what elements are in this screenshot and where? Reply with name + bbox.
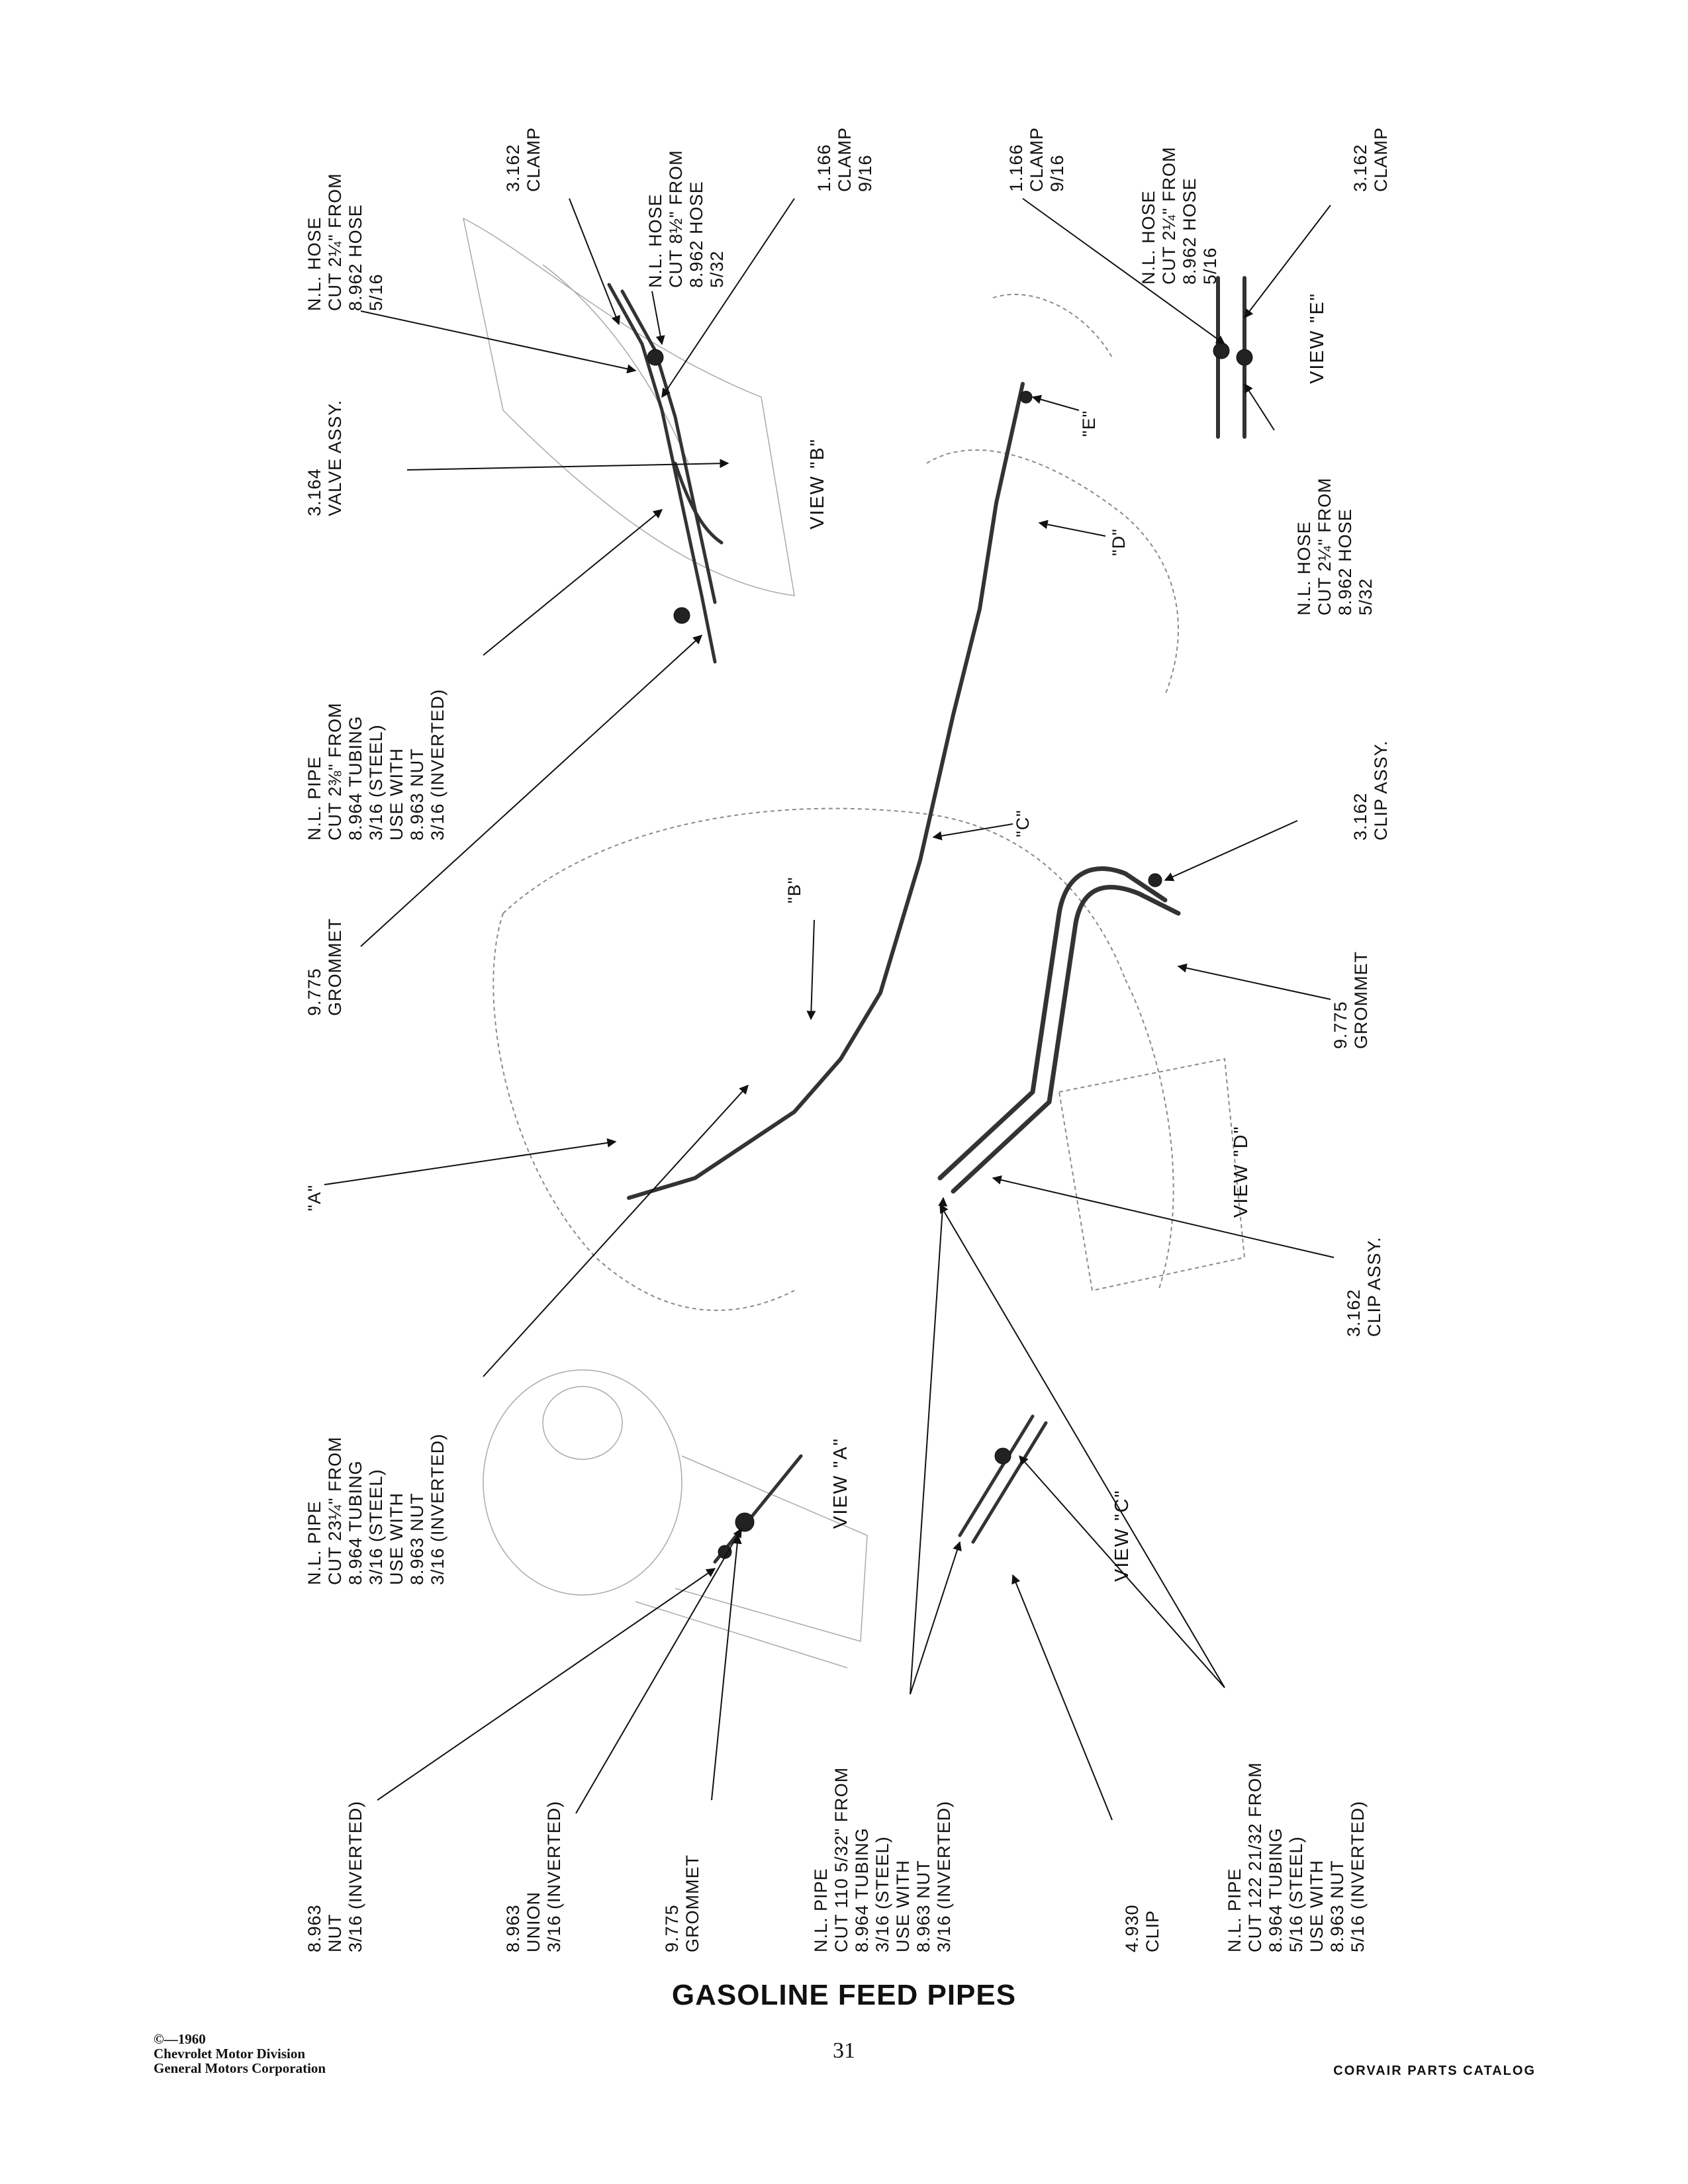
view-d-pipes: [937, 866, 1181, 1194]
vehicle-body-outline: [492, 293, 1246, 1311]
view-c-pipes: [958, 1414, 1048, 1544]
leader-lines: [324, 198, 1335, 1821]
page-number: 31: [833, 2038, 855, 2063]
main-fuel-pipe: [627, 382, 1025, 1200]
copyright-year: ©—1960: [154, 2031, 206, 2047]
detail-view-a-sketch: [483, 1369, 868, 1668]
fittings: [647, 342, 1253, 1559]
catalog-name: CORVAIR PARTS CATALOG: [1333, 2064, 1536, 2078]
label-view-e: VIEW "E": [1307, 292, 1328, 384]
label-callout-b: "B": [784, 876, 804, 903]
label-callout-c: "C": [1013, 809, 1033, 837]
label-view-b: VIEW "B": [807, 437, 828, 529]
label-view-a: VIEW "A": [830, 1437, 851, 1529]
label-callout-d: "D": [1109, 528, 1129, 556]
detail-view-b-sketch: [462, 217, 795, 596]
page-title: GASOLINE FEED PIPES: [671, 1979, 1017, 2011]
view-a-pipe: [713, 1454, 803, 1564]
view-b-pipes: [607, 283, 724, 664]
copyright-division: Chevrolet Motor Division: [154, 2046, 306, 2062]
label-view-d: VIEW "D": [1231, 1125, 1252, 1218]
copyright-corporation: General Motors Corporation: [154, 2060, 326, 2076]
label-view-c: VIEW "C": [1111, 1489, 1133, 1582]
copyright-block: ©—1960 Chevrolet Motor Division General …: [154, 2032, 326, 2075]
label-callout-a: "A": [305, 1184, 324, 1211]
label-callout-e: "E": [1079, 410, 1099, 437]
